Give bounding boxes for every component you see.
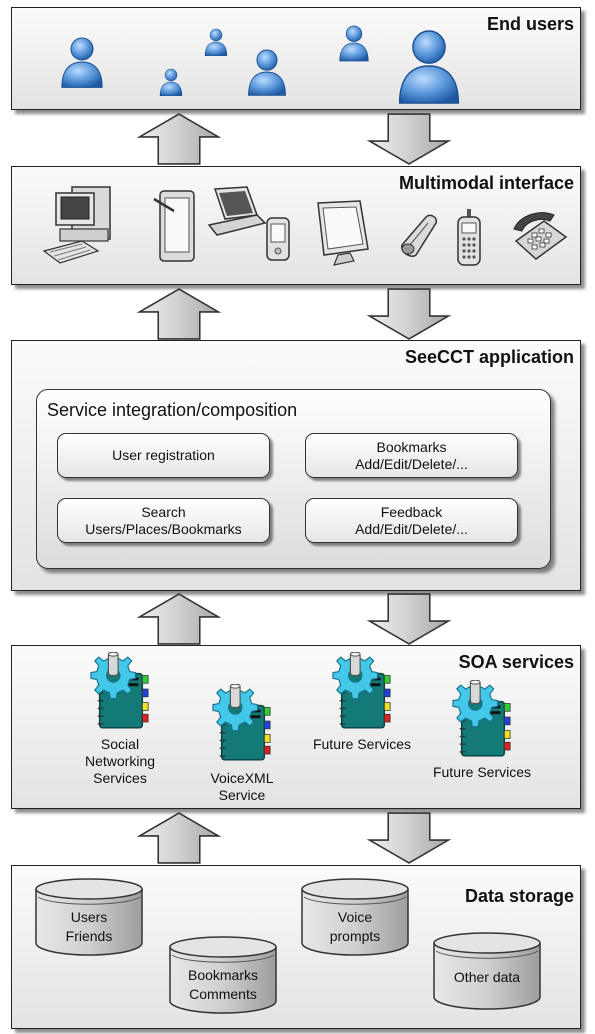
user-icon [245, 46, 289, 98]
module-label: Feedback [380, 503, 443, 520]
down-arrow [360, 592, 458, 646]
user-registration-module: User registration [57, 433, 270, 478]
service-label: Future Services [302, 736, 422, 753]
database-label: Other data [432, 968, 542, 987]
user-icon [394, 26, 464, 106]
soa-services-title: SOA services [458, 652, 574, 672]
database-label-line: prompts [329, 928, 381, 944]
service-composition-box: Service integration/composition User reg… [36, 389, 551, 569]
up-arrow [130, 287, 228, 341]
multimodal-interface-title: Multimodal interface [398, 173, 574, 193]
database-other-data: Other data [432, 930, 542, 1012]
database-label: Voice prompts [300, 908, 410, 946]
service-gear-icon [90, 652, 152, 730]
end-users-layer: End users [11, 7, 581, 110]
module-sublabel: Users/Places/Bookmarks [85, 520, 242, 537]
up-arrow [130, 592, 228, 646]
search-module: Search Users/Places/Bookmarks [57, 498, 270, 543]
database-label: Bookmarks Comments [168, 966, 278, 1004]
flip-phone-icon [401, 214, 438, 257]
data-storage-layer: Data storage Users Friends Bookmarks Com… [11, 865, 581, 1029]
database-label-line: Users [70, 909, 108, 925]
database-label-line: Friends [65, 928, 113, 944]
service-composition-title: Service integration/composition [47, 400, 298, 420]
database-bookmarks-comments: Bookmarks Comments [168, 934, 278, 1016]
service-label-line: Future Services [312, 736, 412, 752]
service-label-line: Networking [84, 753, 156, 769]
database-label: Users Friends [34, 908, 144, 946]
service-label: VoiceXML Service [192, 770, 292, 804]
down-arrow [360, 112, 458, 166]
service-label-line: Service [218, 787, 266, 803]
service-label-line: VoiceXML [210, 770, 274, 786]
service-label-line: Services [93, 770, 147, 786]
soa-services-layer: SOA services Social Networking Services … [11, 645, 581, 809]
user-icon [337, 22, 371, 64]
monitor-icon [317, 200, 369, 266]
pda-icon [266, 217, 290, 261]
database-label-line: Bookmarks [187, 967, 259, 983]
down-arrow [360, 811, 458, 865]
desktop-computer-icon [42, 186, 111, 264]
module-sublabel: Add/Edit/Delete/... [355, 455, 468, 472]
database-voice-prompts: Voice prompts [300, 876, 410, 958]
service-label-line: Social [100, 736, 140, 752]
service-gear-icon [212, 684, 274, 762]
desk-telephone-icon [513, 212, 568, 260]
down-arrow [360, 287, 458, 341]
multimodal-interface-layer: Multimodal interface [11, 166, 581, 285]
service-label: Future Services [422, 764, 542, 781]
module-label: Bookmarks [376, 438, 447, 455]
end-users-title: End users [486, 14, 574, 34]
module-label: Search [141, 503, 186, 520]
service-gear-icon [332, 652, 394, 730]
seecct-application-layer: SeeCCT application Service integration/c… [11, 340, 581, 591]
database-label-line: Comments [189, 986, 257, 1002]
module-sublabel: Add/Edit/Delete/... [355, 520, 468, 537]
bookmarks-module: Bookmarks Add/Edit/Delete/... [305, 433, 518, 478]
data-storage-title: Data storage [464, 886, 574, 906]
up-arrow [130, 811, 228, 865]
database-label-line: Other data [453, 969, 521, 985]
feedback-module: Feedback Add/Edit/Delete/... [305, 498, 518, 543]
seecct-application-title: SeeCCT application [404, 347, 574, 367]
user-icon [58, 33, 106, 91]
service-label: Social Networking Services [70, 736, 170, 787]
up-arrow [130, 112, 228, 166]
user-icon [158, 66, 184, 98]
user-icon [203, 26, 229, 58]
tablet-icon [153, 190, 195, 262]
laptop-icon [207, 186, 267, 236]
module-label: User registration [112, 447, 215, 463]
service-gear-icon [452, 680, 514, 758]
database-label-line: Voice [337, 909, 373, 925]
service-label-line: Future Services [432, 764, 532, 780]
database-users-friends: Users Friends [34, 876, 144, 958]
mobile-phone-icon [457, 209, 481, 266]
